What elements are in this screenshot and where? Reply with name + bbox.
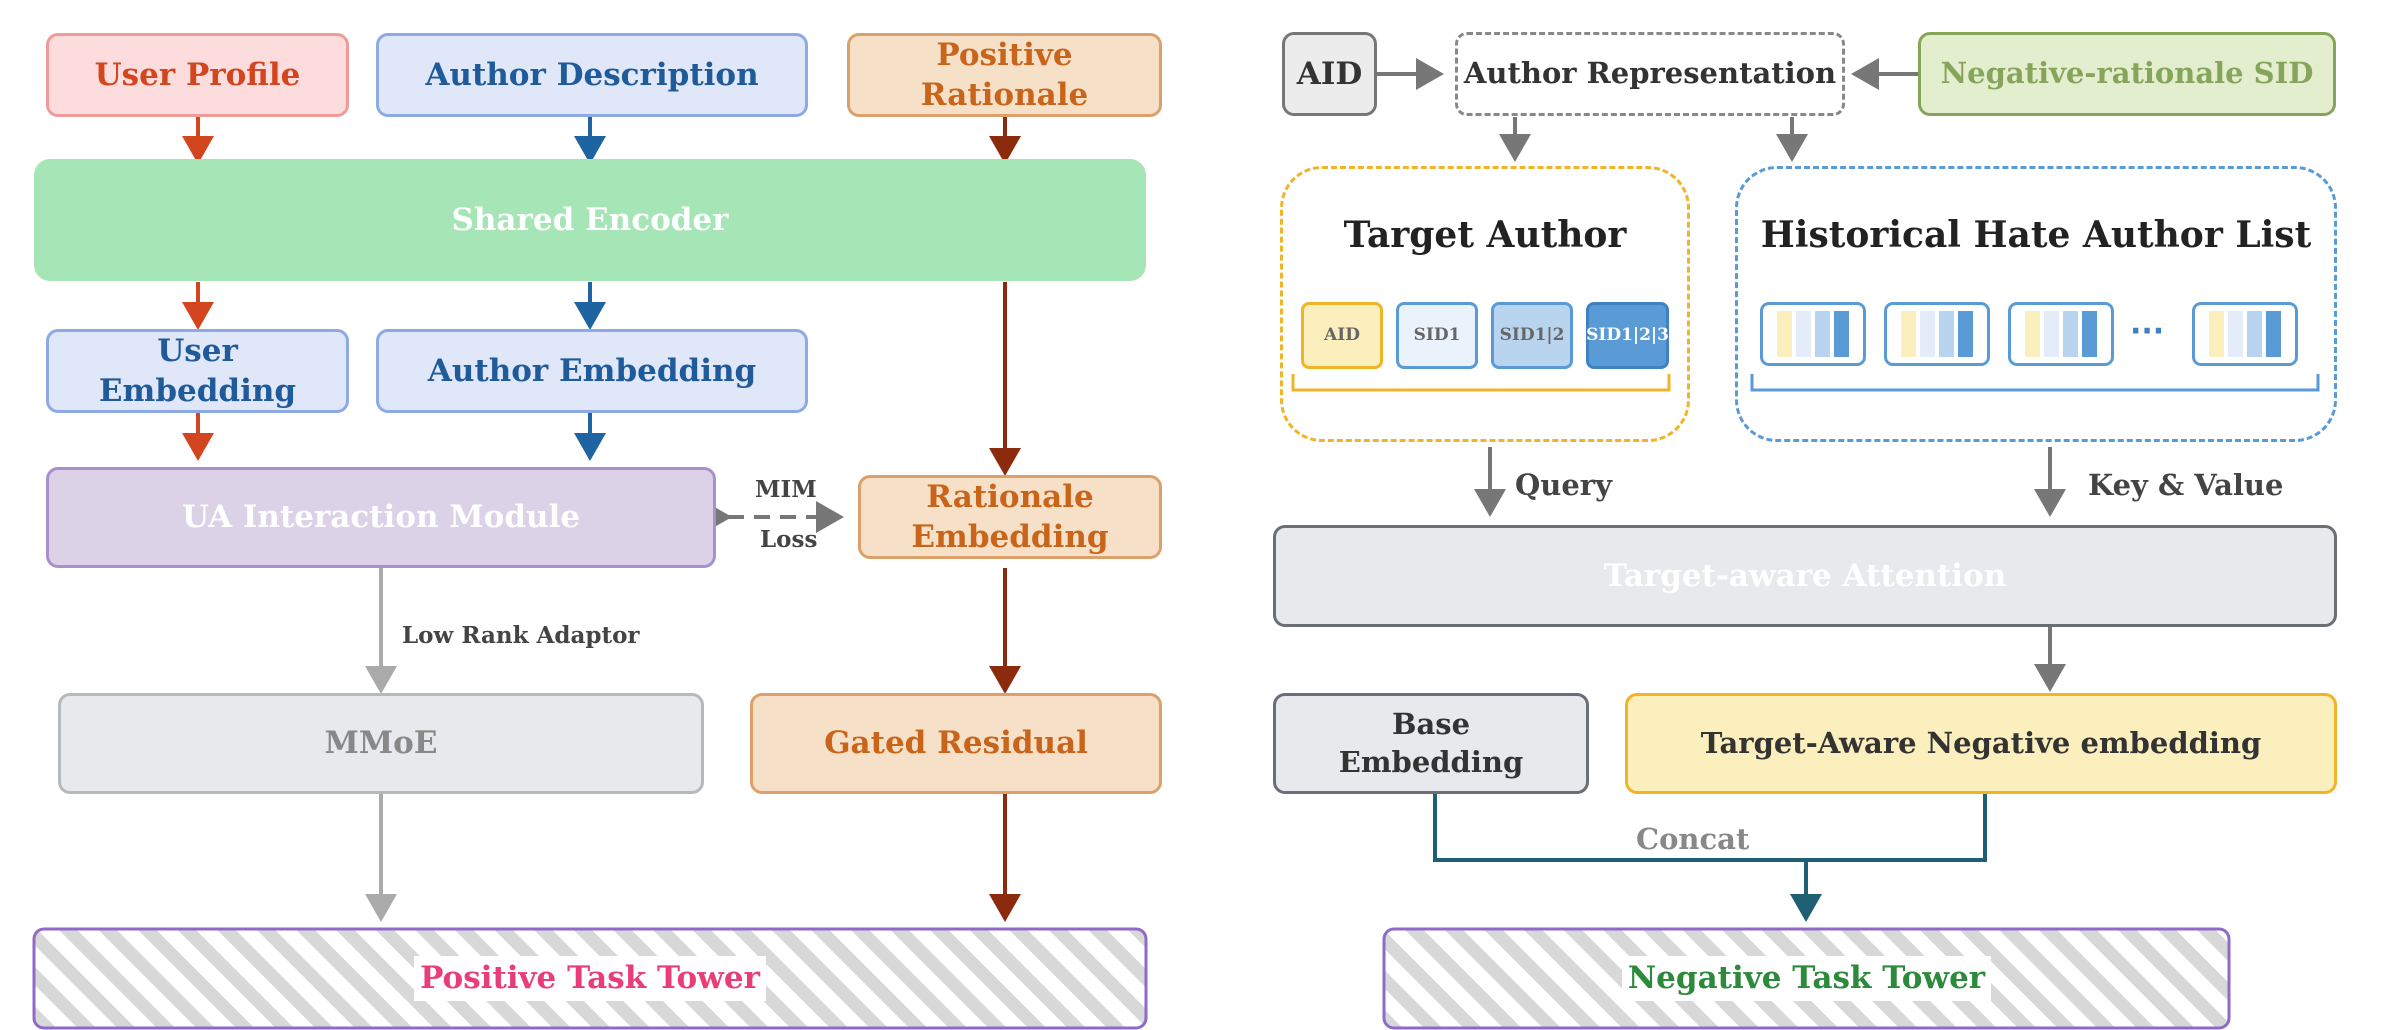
card-stripe-sid1: [1920, 311, 1935, 357]
chip-aid: AID: [1301, 302, 1383, 369]
historical-hate-author-list-container: [1735, 166, 2337, 442]
user-embedding-label: User Embedding: [98, 332, 297, 409]
card-stripe-sid123: [1958, 311, 1973, 357]
chip-aid-label: AID: [1324, 325, 1360, 346]
card-stripe-sid12: [2063, 311, 2078, 357]
author-embedding-label: Author Embedding: [427, 352, 757, 389]
card-stripe-sid12: [1815, 311, 1830, 357]
card-stripe-aid: [1777, 311, 1792, 357]
chip-sid1-label: SID1: [1413, 325, 1461, 346]
aid-label: AID: [1296, 55, 1363, 92]
chip-sid123-label: SID1|2|3: [1586, 325, 1669, 346]
chip-sid123: SID1|2|3: [1586, 302, 1669, 369]
low-rank-adaptor-label: Low Rank Adaptor: [402, 622, 640, 649]
gated-residual-label: Gated Residual: [824, 725, 1088, 762]
mmoe-box: MMoE: [58, 693, 704, 794]
loss-label: Loss: [760, 526, 818, 553]
negative-task-tower-label: Negative Task Tower: [1621, 956, 1992, 1001]
card-stripe-aid: [2025, 311, 2040, 357]
history-author-card: [1760, 302, 1866, 366]
author-description-label: Author Description: [425, 56, 759, 93]
card-stripe-sid1: [1796, 311, 1811, 357]
card-stripe-sid123: [2266, 311, 2281, 357]
card-stripe-aid: [1901, 311, 1916, 357]
rationale-embedding-box: Rationale Embedding: [858, 475, 1162, 559]
ellipsis: ···: [2130, 314, 2165, 349]
ua-interaction-module-box: UA Interaction Module: [46, 467, 716, 568]
target-aware-negative-embedding-label: Target-Aware Negative embedding: [1700, 725, 2262, 760]
user-embedding-box: User Embedding: [46, 329, 349, 413]
negative-rationale-sid-box: Negative-rationale SID: [1918, 32, 2336, 116]
target-aware-negative-embedding-box: Target-Aware Negative embedding: [1625, 693, 2337, 794]
chip-sid1: SID1: [1396, 302, 1478, 369]
card-stripe-aid: [2209, 311, 2224, 357]
target-author-title: Target Author: [1343, 214, 1627, 256]
mmoe-label: MMoE: [324, 725, 438, 762]
history-author-card: [2192, 302, 2298, 366]
concat-label: Concat: [1636, 822, 1750, 856]
author-representation-box: Author Representation: [1455, 32, 1845, 116]
negative-rationale-sid-label: Negative-rationale SID: [1940, 56, 2314, 91]
chip-sid12-label: SID1|2: [1499, 325, 1565, 346]
user-profile-label: User Profile: [94, 56, 301, 93]
user-profile-box: User Profile: [46, 33, 349, 117]
history-author-card: [2008, 302, 2114, 366]
base-embedding-box: Base Embedding: [1273, 693, 1589, 794]
query-label: Query: [1515, 468, 1612, 502]
shared-encoder-box: Shared Encoder: [34, 159, 1146, 281]
ua-interaction-module-label: UA Interaction Module: [181, 499, 581, 536]
card-stripe-sid123: [1834, 311, 1849, 357]
card-stripe-sid12: [1939, 311, 1954, 357]
rationale-embedding-label: Rationale Embedding: [911, 478, 1109, 555]
card-stripe-sid1: [2228, 311, 2243, 357]
historical-hate-author-list-title: Historical Hate Author List: [1760, 214, 2312, 256]
mim-label: MIM: [755, 476, 817, 503]
negative-task-tower: Negative Task Tower: [1384, 929, 2229, 1028]
positive-rationale-box: Positive Rationale: [847, 33, 1162, 117]
positive-task-tower: Positive Task Tower: [34, 929, 1146, 1028]
key-value-label: Key & Value: [2088, 468, 2284, 502]
positive-task-tower-label: Positive Task Tower: [414, 956, 766, 1001]
chip-sid12: SID1|2: [1491, 302, 1573, 369]
base-embedding-label: Base Embedding: [1338, 706, 1524, 779]
target-aware-attention-label: Target-aware Attention: [1603, 557, 2007, 594]
history-author-card: [1884, 302, 1990, 366]
shared-encoder-label: Shared Encoder: [451, 201, 729, 238]
author-description-box: Author Description: [376, 33, 808, 117]
card-stripe-sid12: [2247, 311, 2262, 357]
card-stripe-sid123: [2082, 311, 2097, 357]
gated-residual-box: Gated Residual: [750, 693, 1162, 794]
card-stripe-sid1: [2044, 311, 2059, 357]
author-representation-label: Author Representation: [1463, 56, 1837, 91]
author-embedding-box: Author Embedding: [376, 329, 808, 413]
positive-rationale-label: Positive Rationale: [920, 36, 1089, 113]
target-author-container: [1280, 166, 1690, 442]
target-aware-attention-box: Target-aware Attention: [1273, 525, 2337, 627]
aid-box: AID: [1282, 32, 1377, 116]
